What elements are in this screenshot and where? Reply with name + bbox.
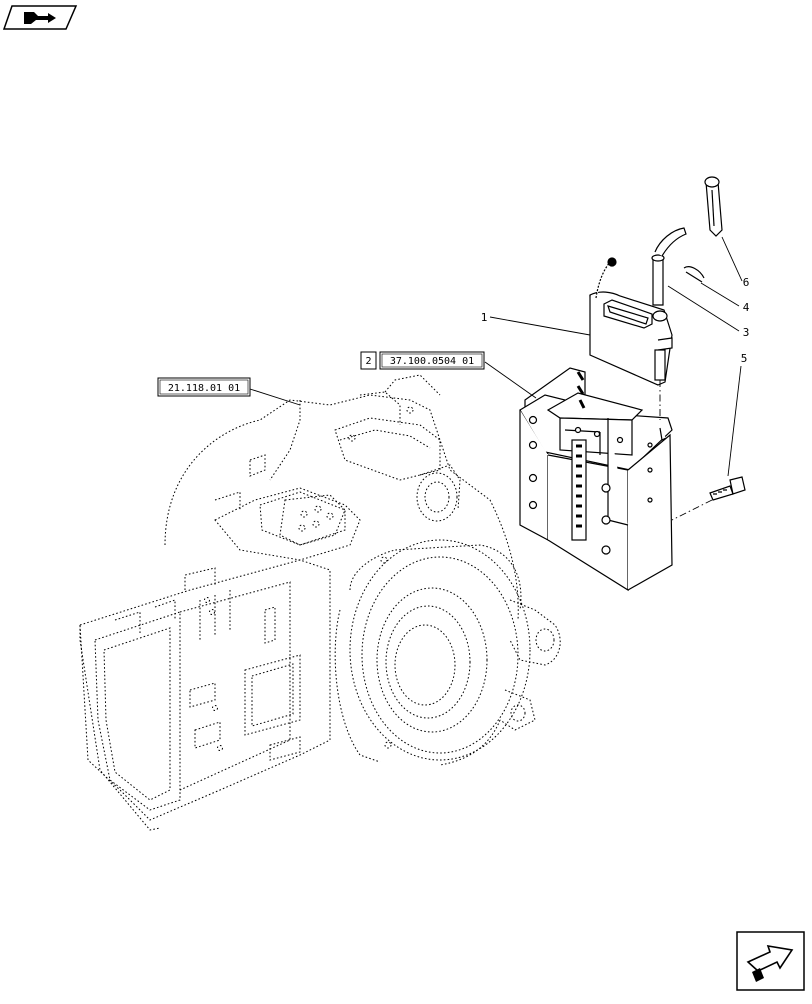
housing-reference-box[interactable]: 21.118.01 01 xyxy=(157,377,251,397)
hitch-pin xyxy=(651,227,687,306)
tow-hitch-bracket xyxy=(519,367,673,592)
hitch-reference-text: 37.100.0504 01 xyxy=(390,356,474,367)
transmission-housing xyxy=(79,374,561,831)
callout-4: 4 xyxy=(743,301,750,314)
callout-6: 6 xyxy=(743,276,750,289)
callout-3: 3 xyxy=(743,326,750,339)
spring-pin xyxy=(704,176,723,237)
r-clip xyxy=(683,266,705,283)
housing-reference-text: 21.118.01 01 xyxy=(168,383,240,394)
assembly-centerlines xyxy=(659,380,713,521)
hitch-reference-box[interactable]: 2 37.100.0504 01 xyxy=(360,351,485,370)
next-page-arrow-icon[interactable] xyxy=(736,931,805,991)
callout-5: 5 xyxy=(741,352,748,365)
hitch-reference-index: 2 xyxy=(365,356,371,367)
leader-lines xyxy=(249,236,743,477)
bolt xyxy=(709,476,746,501)
book-open-arrow-icon[interactable] xyxy=(2,5,78,30)
latch-cover xyxy=(589,257,673,386)
callout-1: 1 xyxy=(481,311,488,324)
callout-numbers: 1 6 4 3 5 xyxy=(481,276,750,365)
